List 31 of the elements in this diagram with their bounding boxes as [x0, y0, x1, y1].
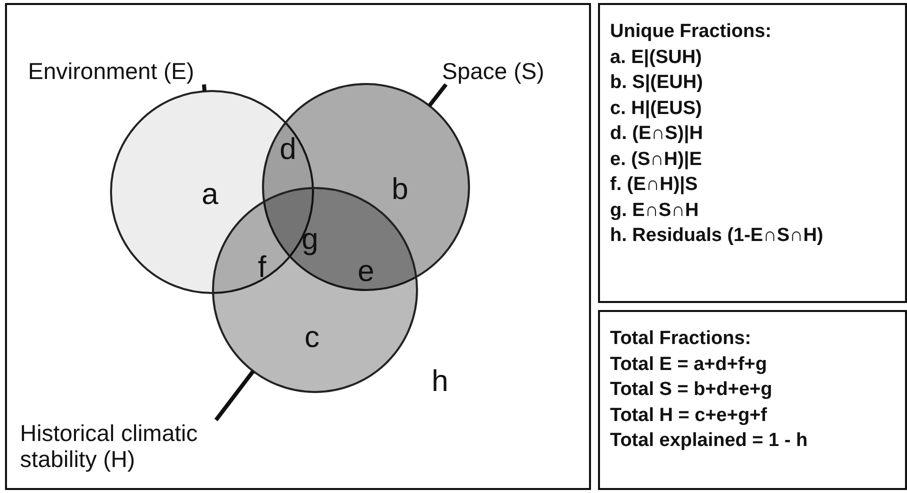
region-letter: h — [432, 365, 448, 399]
leader-line — [202, 84, 206, 92]
fraction-text: c. H|(EUS) — [610, 96, 703, 120]
region-letter: b — [392, 173, 408, 207]
region-letter: e — [358, 255, 374, 289]
fraction-text: Total S = b+d+e+g — [610, 378, 774, 402]
region-letter: c — [304, 321, 320, 355]
region-letter: a — [202, 178, 218, 212]
fraction-text: a. E|(SUH) — [610, 46, 703, 70]
text-panel — [598, 310, 907, 490]
fraction-text: e. (S∩H)|E — [610, 148, 703, 172]
region-letter: d — [280, 133, 296, 167]
fraction-text: Total H = c+e+g+f — [610, 404, 768, 428]
fraction-text: b. S|(EUH) — [610, 71, 704, 95]
fraction-text: Total E = a+d+f+g — [610, 352, 768, 376]
fraction-text: f. (E∩H)|S — [610, 173, 699, 197]
fraction-text: h. Residuals (1-E∩S∩H) — [610, 224, 824, 248]
set-label: Space (S) — [442, 58, 552, 84]
leader-line — [214, 370, 255, 422]
region-letter: f — [258, 251, 266, 285]
fraction-text: Total explained = 1 - h — [610, 429, 809, 453]
fraction-text: d. (E∩S)|H — [610, 122, 704, 146]
diagram-panel — [5, 3, 591, 490]
leader-line — [428, 83, 448, 108]
fraction-text: g. E∩S∩H — [610, 198, 700, 222]
set-label: Historical climatic stability (H) — [20, 420, 220, 473]
text-panel — [598, 3, 907, 303]
fraction-text: Unique Fractions: — [610, 20, 773, 44]
set-label: Environment (E) — [28, 58, 208, 84]
region-letter: g — [302, 223, 318, 257]
fraction-text: Total Fractions: — [610, 327, 752, 351]
